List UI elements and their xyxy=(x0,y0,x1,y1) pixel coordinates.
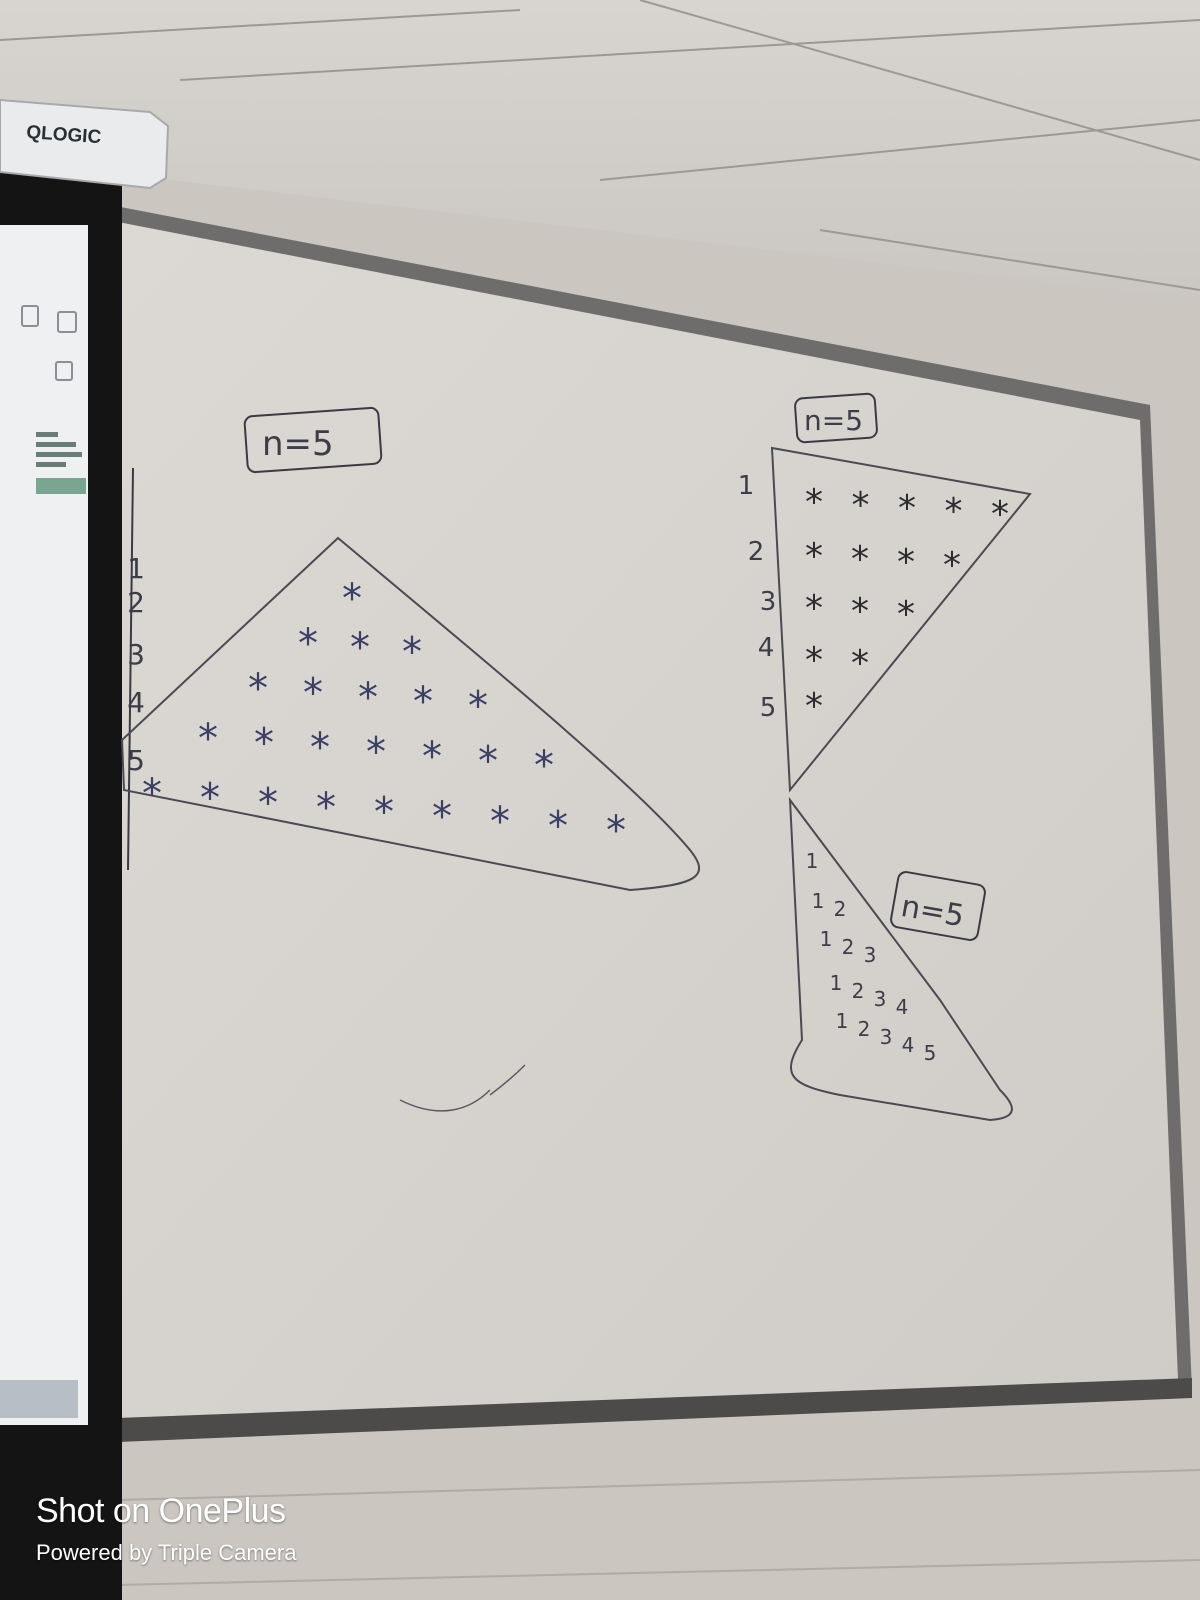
right-bottom-number: 2 xyxy=(842,935,855,959)
left-star: * xyxy=(478,738,498,784)
right-top-star: * xyxy=(897,594,915,635)
left-star: * xyxy=(350,625,370,671)
right-top-row-number: 2 xyxy=(748,537,765,567)
right-top-star: * xyxy=(852,485,870,526)
erased-arc xyxy=(399,1089,491,1112)
left-triangle-outline xyxy=(120,536,701,892)
right-bottom-number: 1 xyxy=(836,1009,849,1033)
left-star: * xyxy=(358,675,378,721)
right-bottom-number: 4 xyxy=(896,995,909,1019)
screen-ui-icons xyxy=(21,305,77,381)
left-row-number: 4 xyxy=(127,686,145,719)
left-star: * xyxy=(606,808,626,854)
right-bottom-number: 5 xyxy=(924,1041,937,1065)
right-top-star: * xyxy=(805,536,823,577)
left-star: * xyxy=(258,780,278,826)
right-top-star: * xyxy=(805,640,823,681)
right-bottom-number: 1 xyxy=(812,889,825,913)
right-top-star-rows: * * * * * * * * * * * * * * * xyxy=(805,482,1009,727)
right-top-row-number: 1 xyxy=(738,471,755,501)
left-vertical-line xyxy=(127,467,134,871)
right-bottom-number: 1 xyxy=(820,927,833,951)
right-top-star: * xyxy=(851,643,869,684)
watermark-subtitle: Powered by Triple Camera xyxy=(36,1540,297,1565)
left-row-number: 2 xyxy=(127,586,145,619)
projector-housing xyxy=(0,98,170,190)
right-top-figure: n=5 1 2 3 4 5 * * * * * * * * * * * * * * * xyxy=(738,392,1032,793)
right-top-star: * xyxy=(943,545,961,586)
left-star: * xyxy=(316,785,336,831)
right-bottom-number: 2 xyxy=(834,897,847,921)
right-top-star: * xyxy=(897,542,915,583)
left-label: n=5 xyxy=(262,424,334,464)
ceiling-tile-lines xyxy=(0,0,1200,291)
left-star: * xyxy=(142,771,162,817)
left-star-rows: ************************* xyxy=(142,576,626,854)
left-star: * xyxy=(310,725,330,771)
right-bottom-number: 3 xyxy=(880,1025,893,1049)
right-bottom-number: 1 xyxy=(830,971,843,995)
left-star: * xyxy=(342,576,362,622)
left-star: * xyxy=(366,729,386,775)
right-bottom-number: 4 xyxy=(902,1033,915,1057)
left-star: * xyxy=(303,670,323,716)
right-top-row-numbers: 1 2 3 4 5 xyxy=(738,471,777,723)
right-bottom-number: 2 xyxy=(852,979,865,1003)
right-top-star: * xyxy=(851,591,869,632)
right-top-row-number: 4 xyxy=(758,633,775,663)
left-star: * xyxy=(298,621,318,667)
left-star: * xyxy=(422,734,442,780)
right-bottom-number: 3 xyxy=(864,943,877,967)
left-star: * xyxy=(374,790,394,836)
right-top-label-box xyxy=(794,392,878,444)
right-top-star: * xyxy=(805,686,823,727)
right-top-star: * xyxy=(805,482,823,523)
right-bottom-number: 1 xyxy=(806,849,819,873)
left-star: * xyxy=(548,803,568,849)
right-top-star: * xyxy=(991,494,1009,535)
right-bottom-triangle-outline xyxy=(788,796,1013,1122)
left-star: * xyxy=(248,666,268,712)
marker-tray xyxy=(118,1378,1192,1442)
left-star: * xyxy=(254,720,274,766)
right-top-star: * xyxy=(851,539,869,580)
left-row-number: 1 xyxy=(127,552,145,585)
left-star: * xyxy=(468,684,488,730)
projector-brand: QLOGIC xyxy=(26,122,103,148)
left-row-numbers: 12 3 4 5 xyxy=(127,552,145,777)
right-top-star: * xyxy=(805,588,823,629)
left-label-box xyxy=(243,406,383,474)
right-top-star: * xyxy=(898,488,916,529)
left-star: * xyxy=(534,743,554,789)
right-bottom-number: 2 xyxy=(858,1017,871,1041)
right-top-triangle-outline xyxy=(770,446,1032,793)
right-top-row-number: 5 xyxy=(760,693,777,723)
left-star: * xyxy=(402,629,422,675)
right-top-label: n=5 xyxy=(804,404,863,437)
left-star: * xyxy=(413,679,433,725)
left-row-number: 3 xyxy=(127,638,145,671)
left-row-number: 5 xyxy=(127,744,145,777)
watermark-title: Shot on OnePlus xyxy=(36,1492,286,1530)
left-star: * xyxy=(200,776,220,822)
right-top-star: * xyxy=(945,491,963,532)
whiteboard-surface xyxy=(118,222,1178,1418)
left-star: * xyxy=(432,794,452,840)
right-top-row-number: 3 xyxy=(760,587,777,617)
projector-screen xyxy=(0,225,88,1425)
left-star: * xyxy=(490,799,510,845)
erased-arc xyxy=(489,1064,526,1096)
right-bottom-number: 3 xyxy=(874,987,887,1011)
right-bottom-label-box xyxy=(890,871,986,941)
left-star: * xyxy=(198,716,218,762)
